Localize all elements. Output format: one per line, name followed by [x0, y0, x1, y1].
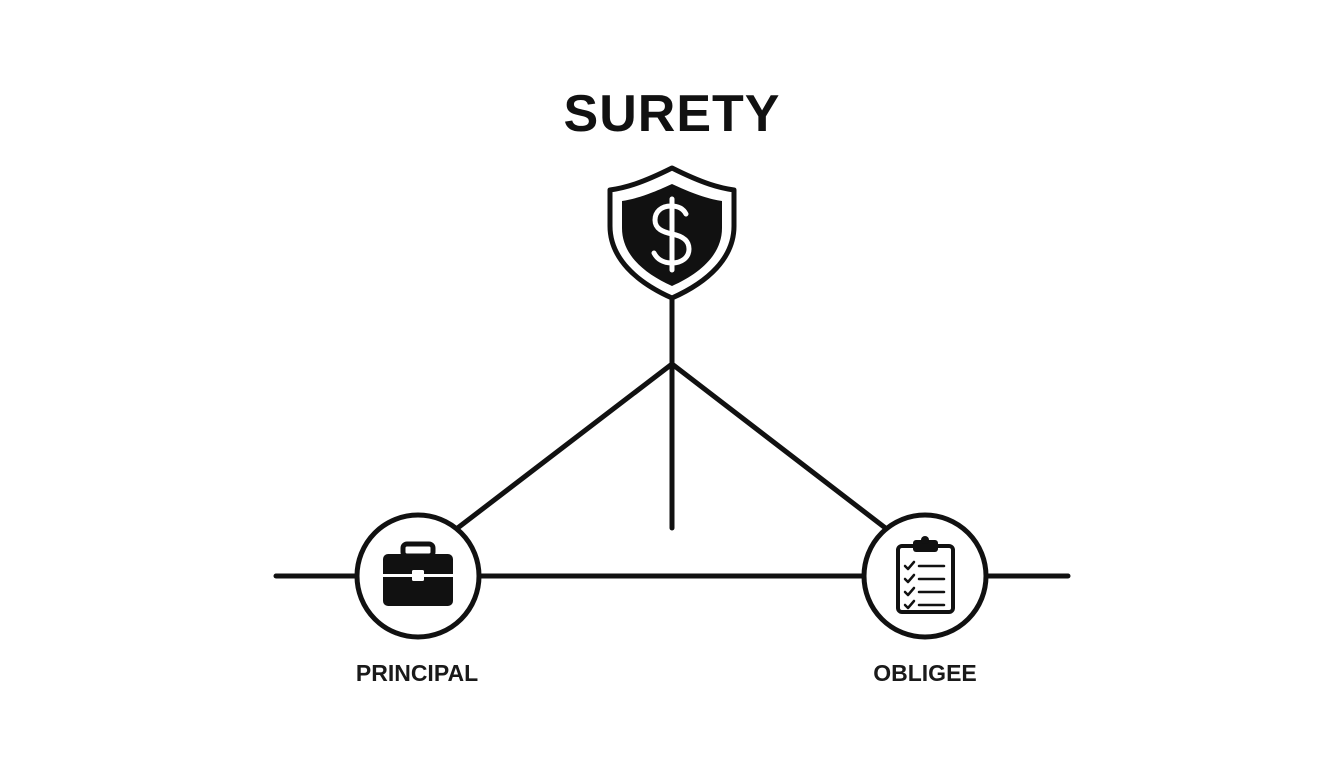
- principal-label: PRINCIPAL: [355, 660, 479, 686]
- obligee-label: OBLIGEE: [873, 660, 977, 686]
- right-branch-line: [669, 361, 891, 533]
- diagram-title: SURETY: [563, 85, 781, 143]
- clipboard-checklist-icon: [896, 536, 955, 614]
- obligee-node: [861, 512, 989, 640]
- shield-dollar-icon: [607, 165, 737, 301]
- briefcase-icon: [383, 541, 453, 606]
- principal-node: [354, 512, 482, 640]
- left-branch-line: [452, 361, 675, 533]
